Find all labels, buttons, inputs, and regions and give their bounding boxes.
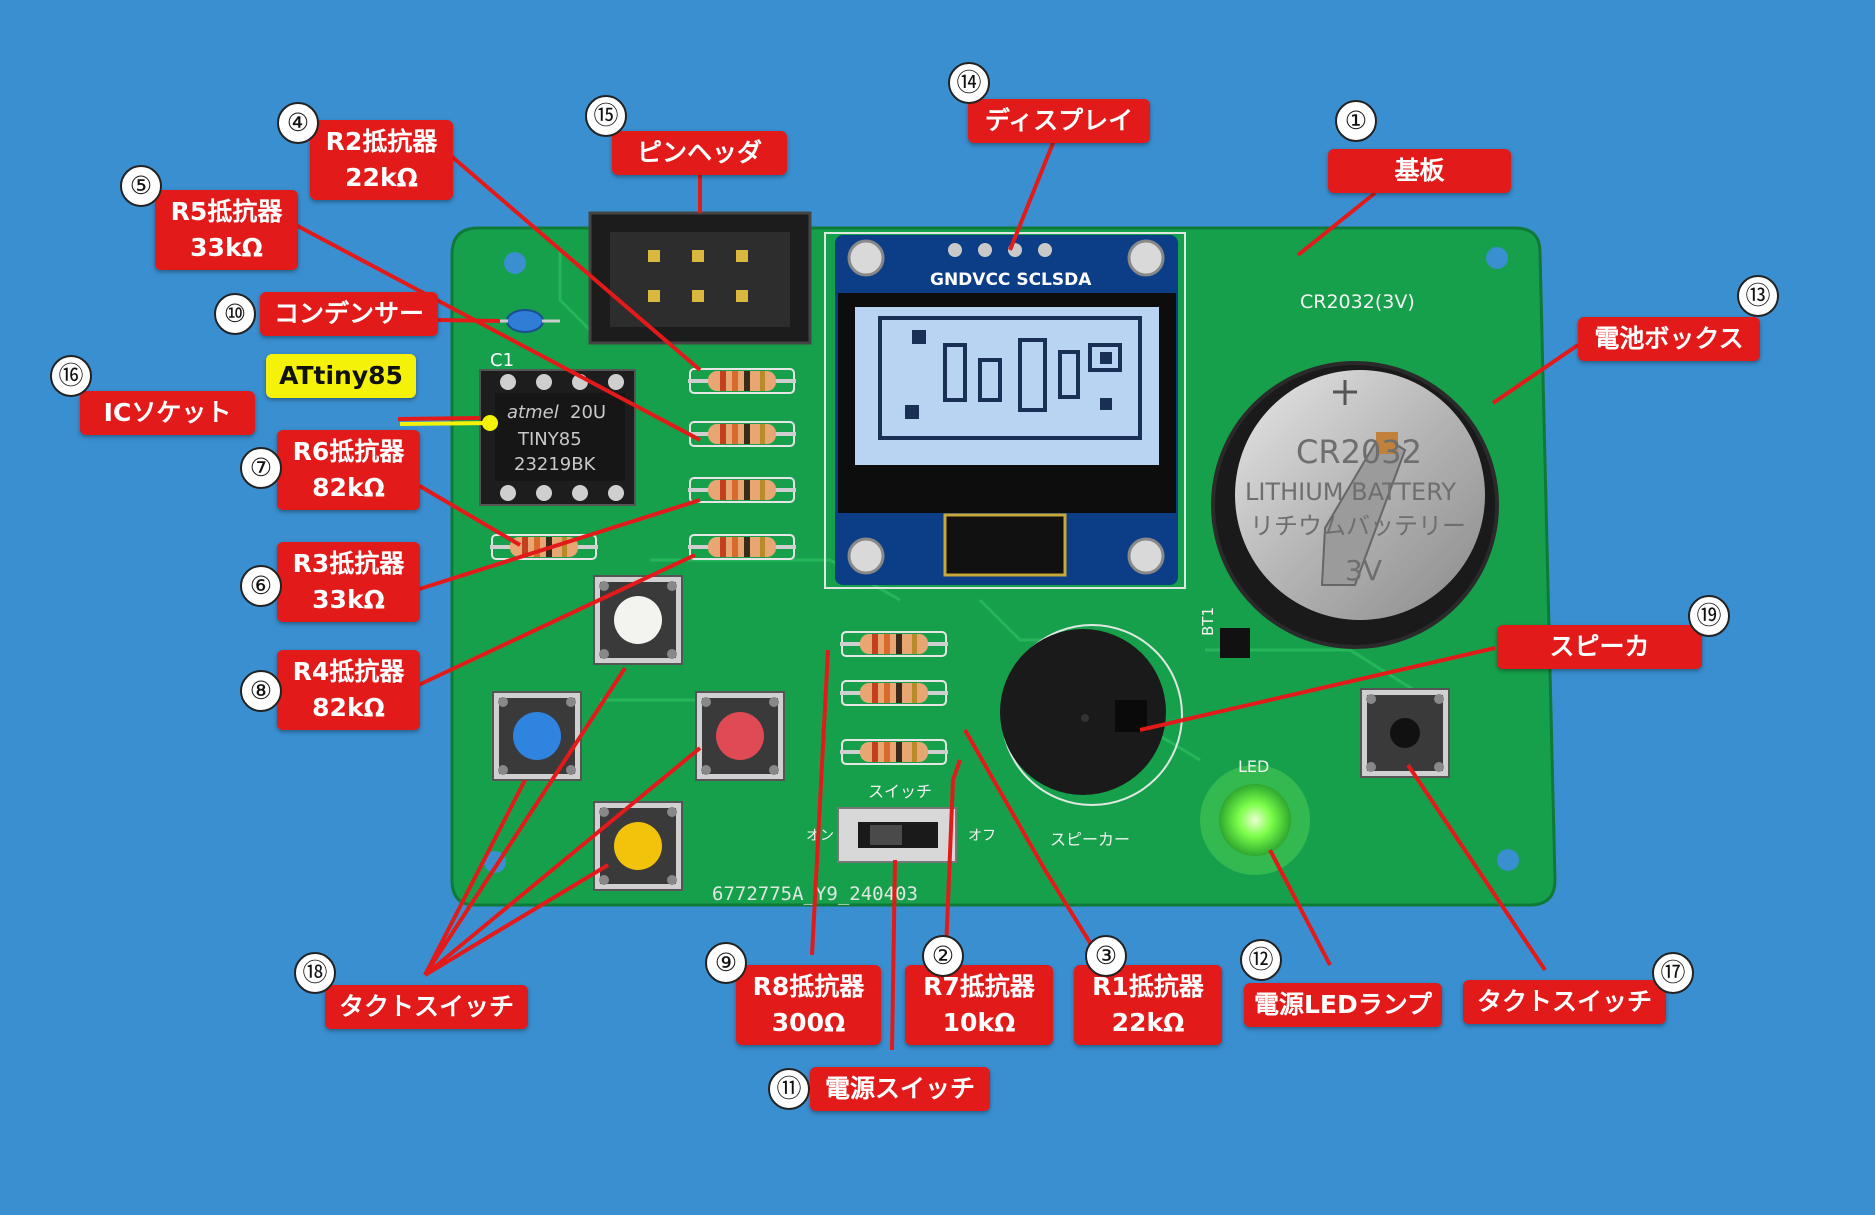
num-13: ⑬ [1737,275,1779,317]
num-15: ⑮ [585,95,627,137]
num-9: ⑨ [705,942,747,984]
ic-line1: 20U [570,402,606,423]
oled-pin-labels: GNDVCC SCLSDA [930,270,1092,290]
power-led [1200,765,1310,875]
label-tact-switch-right: タクトスイッチ [1463,980,1666,1024]
pin-header [588,211,812,345]
capacitor [490,309,560,333]
num-7: ⑦ [240,447,282,489]
num-3: ③ [1085,935,1127,977]
silkscreen-bt1: BT1 [1199,607,1217,636]
label-board: 基板 [1328,149,1511,193]
leader-lines [291,137,1580,1051]
tact-switch-white [593,575,683,665]
label-tact-switch-left: タクトスイッチ [325,985,528,1029]
silkscreen-c1: C1 [490,350,514,371]
num-5: ⑤ [120,165,162,207]
num-18: ⑱ [294,952,336,994]
silkscreen-off: オフ [968,828,996,844]
label-power-led: 電源LEDランプ [1244,983,1442,1027]
chip-leader [399,421,491,426]
num-4: ④ [277,102,319,144]
chip-leader-dot [482,415,498,431]
tact-switch-red [695,691,785,781]
silkscreen-switch: スイッチ [868,782,932,801]
num-8: ⑧ [240,670,282,712]
ic-line2: TINY85 [517,429,582,450]
tact-switch-blue [492,691,582,781]
num-19: ⑲ [1688,595,1730,637]
label-pin-header: ピンヘッダ [612,131,787,175]
ic-socket [479,369,636,506]
num-12: ⑫ [1240,939,1282,981]
silkscreen-battery: CR2032(3V) [1300,291,1415,313]
num-17: ⑰ [1652,952,1694,994]
ic-brand: atmel [507,402,559,423]
num-11: ⑪ [768,1068,810,1110]
battery-text-type: LITHIUM BATTERY [1245,478,1456,506]
label-speaker: スピーカ [1497,625,1702,669]
battery-text-voltage: 3V [1345,554,1382,587]
label-display: ディスプレイ [968,99,1150,143]
num-14: ⑭ [948,62,990,104]
silkscreen-led: LED [1238,757,1269,776]
num-16: ⑯ [50,355,92,397]
num-1: ① [1335,100,1377,142]
tact-switch-yellow [593,801,683,891]
num-10: ⑩ [214,293,256,335]
battery-text-jp: リチウムバッテリー [1250,512,1466,540]
label-power-switch: 電源スイッチ [810,1067,990,1111]
ic-line3: 23219BK [514,454,597,475]
battery-box [1211,361,1499,658]
speaker [1000,624,1183,806]
silkscreen-speaker: スピーカー [1050,830,1130,849]
num-6: ⑥ [240,565,282,607]
label-chip-attiny85: ATtiny85 [266,354,416,398]
label-battery-box: 電池ボックス [1578,317,1760,361]
oled-module [824,232,1186,589]
battery-text-model: CR2032 [1296,433,1422,471]
label-capacitor: コンデンサー [260,292,438,336]
power-switch [837,807,957,863]
num-2: ② [922,935,964,977]
label-ic-socket: ICソケット [80,391,255,435]
tact-switch-black [1360,688,1450,778]
